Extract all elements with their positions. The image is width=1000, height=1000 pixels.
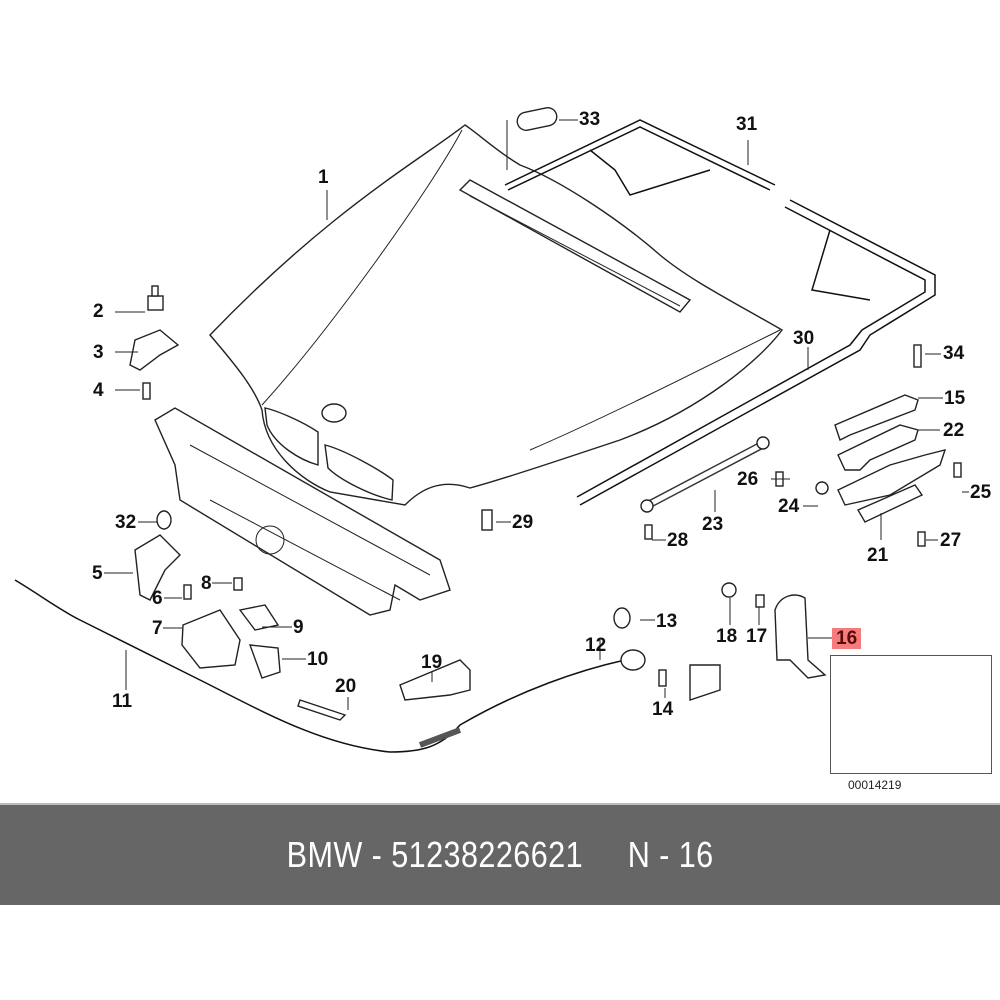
callout-9[interactable]: 9 [293, 617, 304, 638]
callout-29[interactable]: 29 [512, 512, 534, 533]
callout-23[interactable]: 23 [702, 514, 724, 535]
callout-20[interactable]: 20 [335, 676, 357, 697]
callout-10[interactable]: 10 [307, 649, 329, 670]
grommet-part-33 [506, 107, 576, 170]
leader-lines [104, 119, 969, 710]
callout-22[interactable]: 22 [943, 420, 965, 441]
callout-31[interactable]: 31 [736, 114, 758, 135]
lock-parts [134, 509, 653, 721]
seal-part-31 [504, 119, 936, 506]
callout-16-highlighted[interactable]: 16 [832, 628, 862, 649]
callout-18[interactable]: 18 [716, 626, 738, 647]
hood-part-1 [209, 124, 784, 506]
footer-part-label: BMW - 51238226621 N - 16 [286, 834, 714, 875]
callout-4[interactable]: 4 [93, 380, 104, 401]
callout-12[interactable]: 12 [585, 635, 607, 656]
callout-24[interactable]: 24 [778, 496, 800, 517]
callout-13[interactable]: 13 [656, 611, 678, 632]
hinge-parts [775, 344, 962, 547]
callout-19[interactable]: 19 [421, 652, 443, 673]
callout-27[interactable]: 27 [940, 530, 962, 551]
parts-diagram: 1 2 3 4 5 6 7 8 9 10 11 12 13 14 15 16 1… [14, 107, 992, 792]
front-panel [154, 407, 451, 616]
callout-3[interactable]: 3 [93, 342, 104, 363]
callout-28[interactable]: 28 [667, 530, 689, 551]
bracket-parts-2-3-4 [129, 285, 180, 400]
callout-7[interactable]: 7 [152, 618, 163, 639]
callout-5[interactable]: 5 [92, 563, 103, 584]
callout-1[interactable]: 1 [318, 167, 329, 188]
callout-2[interactable]: 2 [93, 301, 104, 322]
footer-bar: BMW - 51238226621 N - 16 [0, 803, 1000, 905]
callout-33[interactable]: 33 [579, 109, 601, 130]
callout-14[interactable]: 14 [652, 699, 674, 720]
callout-21[interactable]: 21 [867, 545, 889, 566]
callout-34[interactable]: 34 [943, 343, 965, 364]
callout-17[interactable]: 17 [746, 626, 768, 647]
inset-car-location-box [830, 655, 992, 774]
diagram-code: 00014219 [848, 778, 902, 792]
callout-26[interactable]: 26 [737, 469, 759, 490]
handle-part-16 [721, 582, 827, 679]
callout-30[interactable]: 30 [793, 328, 815, 349]
callout-6[interactable]: 6 [152, 588, 163, 609]
callout-32[interactable]: 32 [115, 512, 137, 533]
callout-8[interactable]: 8 [201, 573, 212, 594]
callout-25[interactable]: 25 [970, 482, 992, 503]
callout-15[interactable]: 15 [944, 388, 966, 409]
callout-11[interactable]: 11 [112, 691, 133, 712]
release-cable [14, 579, 721, 753]
gas-strut-part-23 [640, 436, 770, 513]
